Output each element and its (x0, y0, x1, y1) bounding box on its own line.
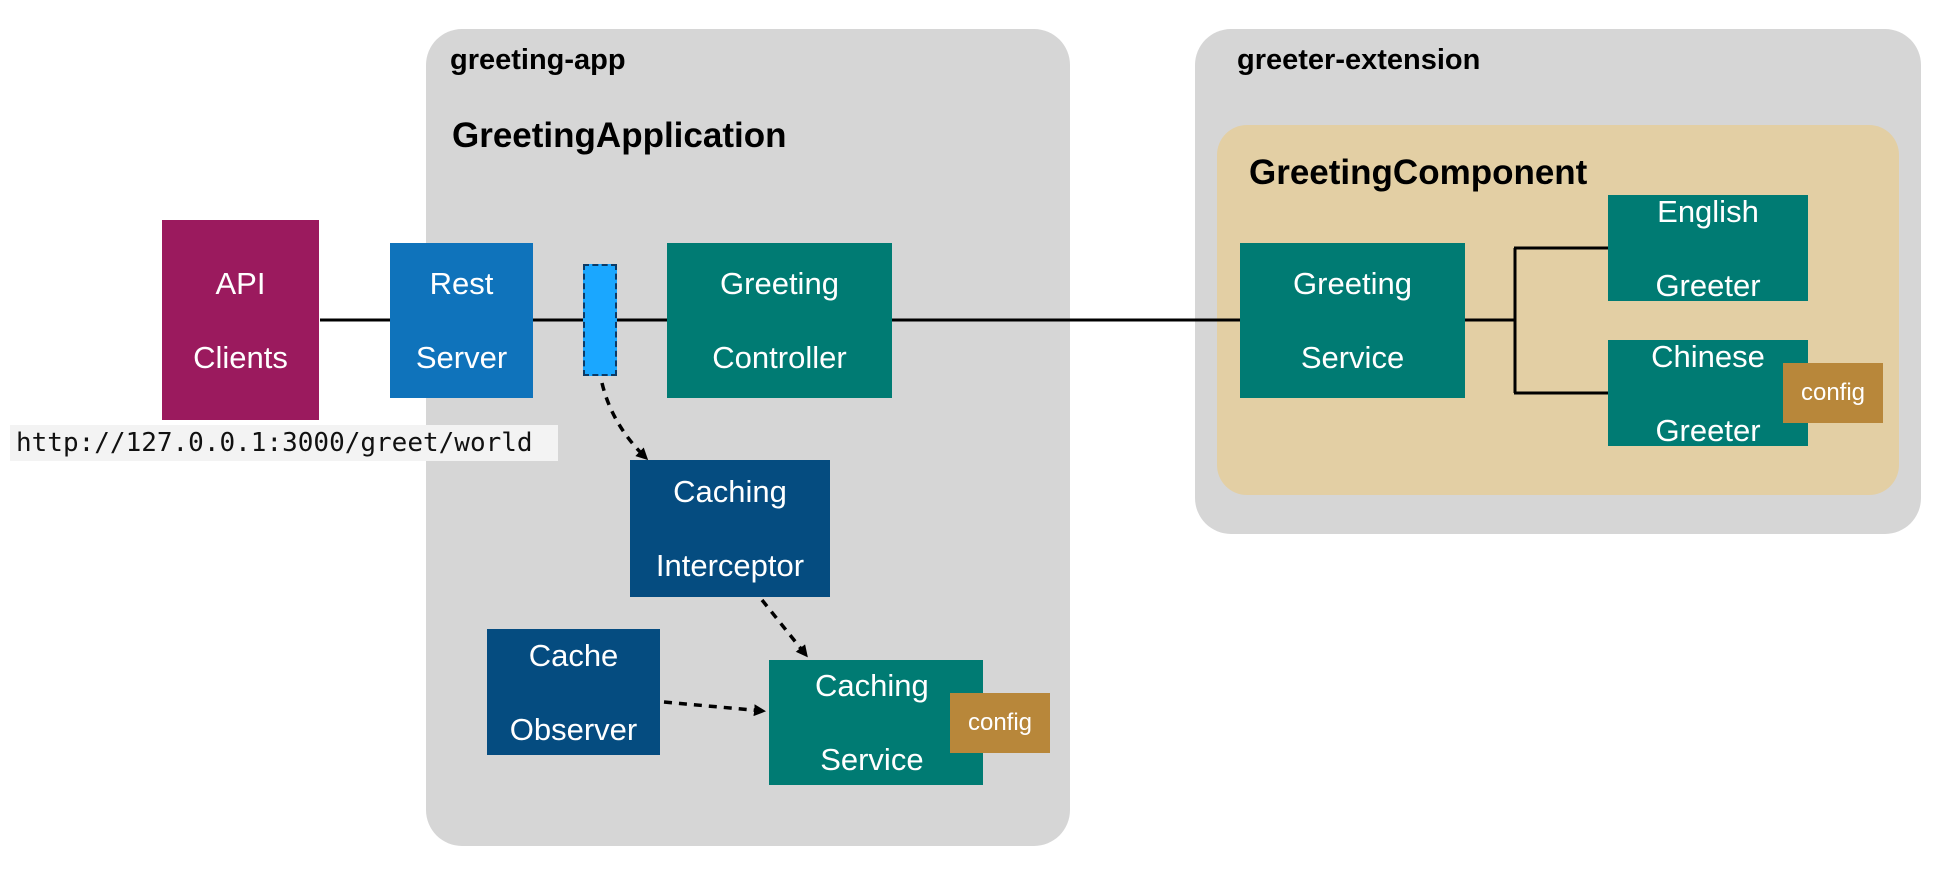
caching-interceptor-line1: Caching (673, 474, 787, 509)
rest-server-line2: Server (415, 340, 508, 375)
cache-observer-box: Cache Observer (487, 629, 660, 755)
cache-observer-line2: Observer (509, 711, 638, 747)
greeting-controller-line1: Greeting (720, 266, 839, 301)
greeting-service-box: Greeting Service (1240, 243, 1465, 398)
caching-interceptor-line2: Interceptor (655, 548, 805, 583)
arrow-interceptor-to-caching (600, 382, 649, 461)
chinese-greeter-config-badge: config (1783, 363, 1883, 423)
english-greeter-line2: Greeter (1655, 267, 1761, 303)
caching-service-line2: Service (820, 742, 924, 777)
chinese-greeter-line1: Chinese (1651, 338, 1765, 374)
greeting-service-line1: Greeting (1293, 266, 1412, 301)
caching-service-config-badge: config (950, 693, 1050, 753)
arrow-observer-to-service (663, 700, 766, 717)
english-greeter-box: English Greeter (1608, 193, 1808, 303)
caching-service-line1: Caching (815, 668, 929, 703)
chinese-greeter-line2: Greeter (1655, 412, 1761, 448)
english-greeter-line1: English (1657, 193, 1759, 229)
api-clients-line1: API (215, 265, 266, 301)
greeter-extension-label: greeter-extension (1237, 44, 1481, 76)
greeting-component-label: GreetingComponent (1249, 153, 1588, 192)
greeting-controller-line2: Controller (712, 340, 847, 375)
api-clients-line2: Clients (193, 339, 288, 375)
rest-server-line1: Rest (429, 266, 494, 301)
greeting-application-label: GreetingApplication (452, 116, 787, 155)
request-url-label: http://127.0.0.1:3000/greet/world (10, 425, 558, 461)
greeting-service-line2: Service (1300, 340, 1405, 375)
chinese-greeter-box: Chinese Greeter (1608, 338, 1808, 448)
greeting-app-label: greeting-app (450, 44, 626, 76)
cache-observer-line1: Cache (528, 637, 619, 673)
rest-server-box: Rest Server (390, 243, 533, 398)
greeting-controller-box: Greeting Controller (667, 243, 892, 398)
caching-interceptor-box: Caching Interceptor (630, 460, 830, 597)
interceptor-slot (583, 264, 617, 376)
api-clients-box: API Clients (162, 220, 319, 420)
caching-service-box: Caching Service (769, 660, 983, 785)
arrow-caching-interceptor-to-service (760, 598, 808, 658)
